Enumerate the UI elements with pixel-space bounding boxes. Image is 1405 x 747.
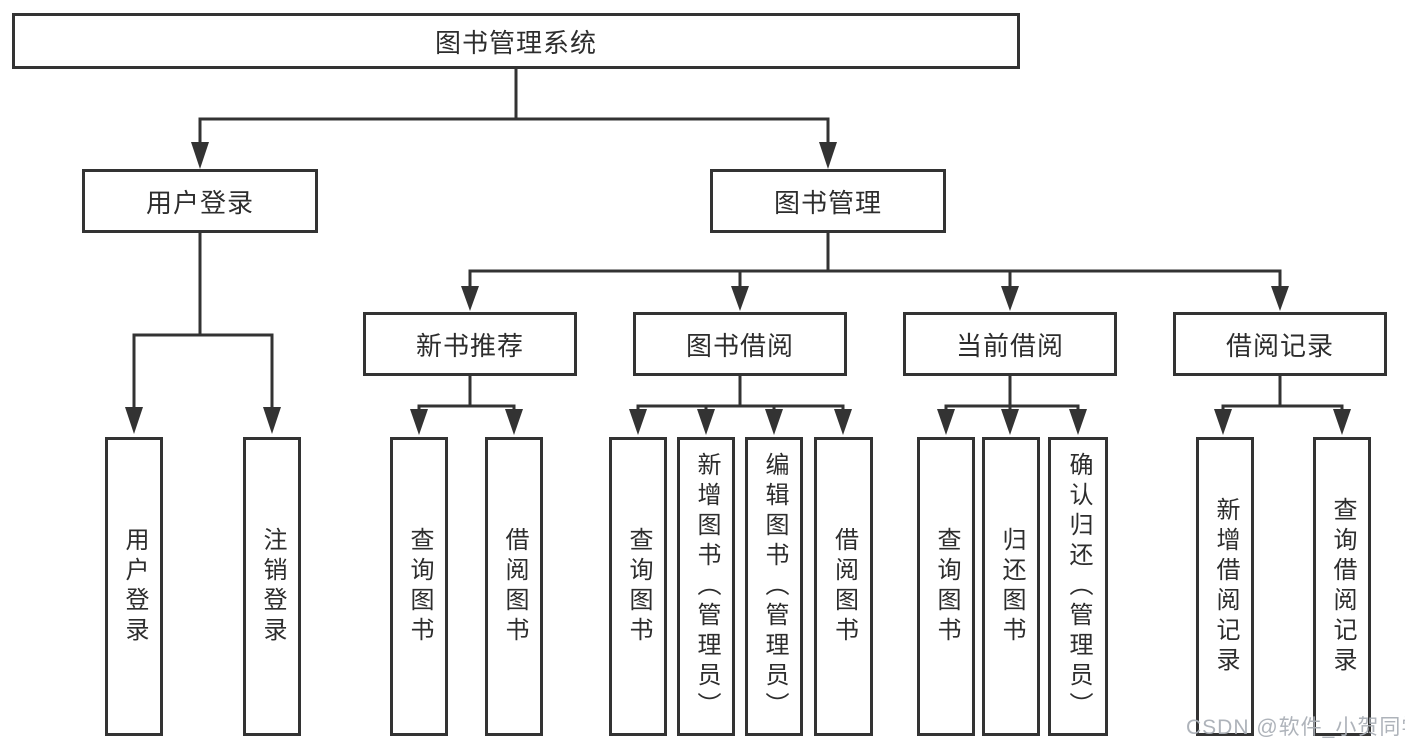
node-label: 图书借阅 <box>685 330 794 361</box>
leaf-add-books-admin: 新增图书（管理员） <box>677 437 735 736</box>
leaf-label: 注销登录 <box>259 526 286 647</box>
node-borrow-record: 借阅记录 <box>1173 312 1387 376</box>
arrowhead-icon <box>1069 409 1087 435</box>
csdn-watermark: CSDN @软件_小贺同学 <box>1186 716 1405 739</box>
node-label: 新书推荐 <box>415 330 524 361</box>
leaf-label: 新增借阅记录 <box>1212 496 1239 677</box>
arrowhead-icon <box>697 409 715 435</box>
node-current-borrow: 当前借阅 <box>903 312 1117 376</box>
leaf-borrow-books-recommend: 借阅图书 <box>485 437 543 736</box>
connector-root-to-level2 <box>191 66 837 169</box>
connector-user-login-to-leaves <box>125 230 281 434</box>
arrowhead-icon <box>1214 409 1232 435</box>
node-user-login: 用户登录 <box>82 169 318 233</box>
leaf-user-login: 用户登录 <box>105 437 163 736</box>
connector-borrow-record-to-leaves <box>1214 373 1351 435</box>
connector-book-borrow-to-leaves <box>629 373 852 435</box>
arrowhead-icon <box>1001 286 1019 311</box>
arrowhead-icon <box>937 409 955 435</box>
node-root-system: 图书管理系统 <box>12 13 1020 69</box>
node-label: 用户登录 <box>145 187 254 218</box>
leaf-query-borrow-record: 查询借阅记录 <box>1313 437 1371 736</box>
leaf-query-books-borrow: 查询图书 <box>609 437 667 736</box>
node-label: 借阅记录 <box>1225 330 1334 361</box>
connector-book-management-to-level3 <box>461 230 1289 311</box>
arrowhead-icon <box>505 409 523 435</box>
arrowhead-icon <box>191 142 209 169</box>
arrowhead-icon <box>819 142 837 169</box>
leaf-label: 新增图书（管理员） <box>693 451 720 722</box>
arrowhead-icon <box>461 286 479 311</box>
connector-new-book-recommend-to-leaves <box>410 373 523 435</box>
leaf-label: 借阅图书 <box>501 526 528 647</box>
leaf-label: 用户登录 <box>121 526 148 647</box>
leaf-label: 归还图书 <box>998 526 1025 647</box>
leaf-logout: 注销登录 <box>243 437 301 736</box>
leaf-return-books: 归还图书 <box>982 437 1040 736</box>
arrowhead-icon <box>1333 409 1351 435</box>
leaf-label: 查询借阅记录 <box>1329 496 1356 677</box>
arrowhead-icon <box>731 286 749 311</box>
leaf-edit-books-admin: 编辑图书（管理员） <box>745 437 803 736</box>
arrowhead-icon <box>629 409 647 435</box>
leaf-label: 查询图书 <box>625 526 652 647</box>
node-book-management: 图书管理 <box>710 169 946 233</box>
arrowhead-icon <box>1271 286 1289 311</box>
node-label: 图书管理系统 <box>434 27 597 58</box>
arrowhead-icon <box>765 409 783 435</box>
node-label: 图书管理 <box>773 187 882 218</box>
arrowhead-icon <box>834 409 852 435</box>
leaf-query-books-recommend: 查询图书 <box>390 437 448 736</box>
leaf-label: 确认归还（管理员） <box>1065 451 1092 722</box>
leaf-add-borrow-record: 新增借阅记录 <box>1196 437 1254 736</box>
leaf-label: 查询图书 <box>933 526 960 647</box>
leaf-borrow-books: 借阅图书 <box>814 437 873 736</box>
node-new-book-recommend: 新书推荐 <box>363 312 577 376</box>
arrowhead-icon <box>410 409 428 435</box>
connector-current-borrow-to-leaves <box>937 373 1087 435</box>
arrowhead-icon <box>1001 409 1019 435</box>
leaf-query-books-current: 查询图书 <box>917 437 975 736</box>
leaf-confirm-return-admin: 确认归还（管理员） <box>1048 437 1108 736</box>
leaf-label: 编辑图书（管理员） <box>761 451 788 722</box>
leaf-label: 查询图书 <box>406 526 433 647</box>
node-book-borrow: 图书借阅 <box>633 312 847 376</box>
node-label: 当前借阅 <box>955 330 1064 361</box>
leaf-label: 借阅图书 <box>830 526 858 647</box>
arrowhead-icon <box>263 407 281 434</box>
arrowhead-icon <box>125 407 143 434</box>
